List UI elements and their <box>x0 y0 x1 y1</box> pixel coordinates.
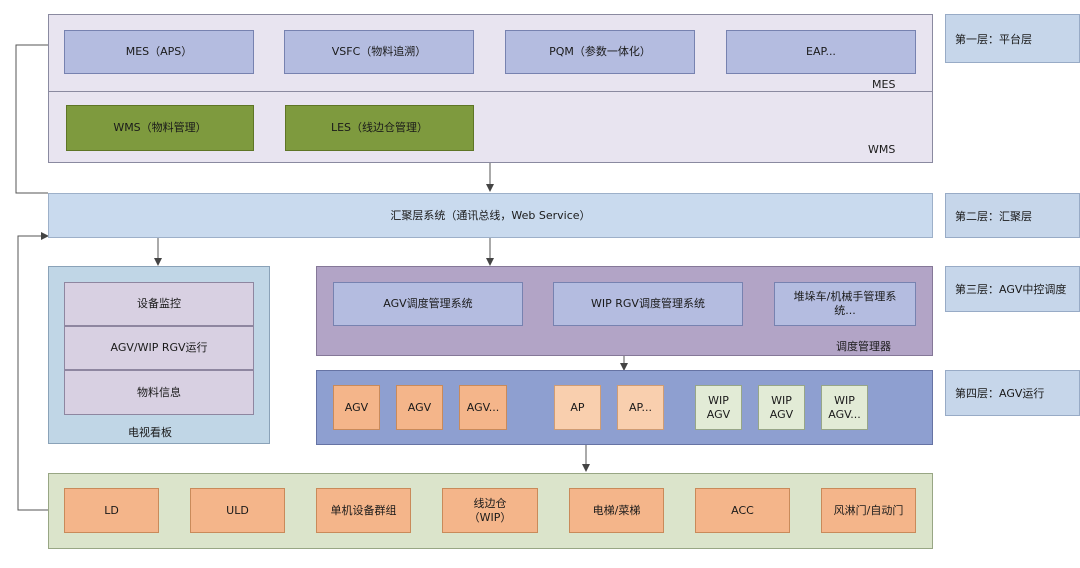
layer-label-agv-run: 第四层：AGV运行 <box>945 370 1080 416</box>
layer-label-platform: 第一层：平台层 <box>945 14 1080 63</box>
platform-divider <box>49 91 932 92</box>
vsfc-label: VSFC（物料追溯） <box>331 45 427 59</box>
feedback-line-to-aggregation <box>17 232 49 511</box>
eap-box: EAP... <box>726 30 916 74</box>
tv-item-agv-running: AGV/WIP RGV运行 <box>64 326 254 370</box>
device-air-shower-door-label: 风淋门/自动门 <box>833 503 904 517</box>
ap-unit-1-label: AP <box>570 400 585 414</box>
les-box: LES（线边仓管理） <box>285 105 474 151</box>
device-line-side-warehouse: 线边仓 （WIP） <box>442 488 538 533</box>
layer-label-agv-run-text: 第四层：AGV运行 <box>955 387 1045 400</box>
layer-label-aggregation: 第二层：汇聚层 <box>945 193 1080 238</box>
aggregation-label: 汇聚层系统（通讯总线，Web Service） <box>390 208 591 222</box>
layer-label-dispatch-text: 第三层：AGV中控调度 <box>955 283 1067 296</box>
stacker-robot-box: 堆垛车/机械手管理系 统... <box>774 282 916 326</box>
pqm-box: PQM（参数一体化） <box>505 30 695 74</box>
tv-item-agv-running-label: AGV/WIP RGV运行 <box>110 341 208 355</box>
wip-agv-unit-more-label: WIP AGV... <box>828 393 861 421</box>
device-standalone-group-label: 单机设备群组 <box>330 503 397 517</box>
agv-unit-more: AGV... <box>459 385 507 430</box>
device-ld: LD <box>64 488 159 533</box>
tv-item-equipment-monitor-label: 设备监控 <box>137 297 181 311</box>
agv-dispatch-box: AGV调度管理系统 <box>333 282 523 326</box>
layer-label-aggregation-text: 第二层：汇聚层 <box>955 209 1032 223</box>
device-uld-label: ULD <box>226 503 249 517</box>
device-line-side-warehouse-label: 线边仓 （WIP） <box>468 496 512 524</box>
aggregation-bar: 汇聚层系统（通讯总线，Web Service） <box>48 193 933 238</box>
agv-unit-more-label: AGV... <box>466 400 500 414</box>
wip-agv-unit-1: WIP AGV <box>695 385 742 430</box>
tv-item-equipment-monitor: 设备监控 <box>64 282 254 326</box>
ap-unit-more: AP... <box>617 385 664 430</box>
wip-rgv-dispatch-label: WIP RGV调度管理系统 <box>591 297 705 311</box>
feedback-line-to-mes <box>15 41 63 194</box>
agv-unit-2: AGV <box>396 385 443 430</box>
wip-rgv-dispatch-box: WIP RGV调度管理系统 <box>553 282 743 326</box>
wms-label: WMS（物料管理） <box>113 121 207 135</box>
agv-unit-1: AGV <box>333 385 380 430</box>
dispatch-caption: 调度管理器 <box>836 340 891 353</box>
layer-label-dispatch: 第三层：AGV中控调度 <box>945 266 1080 312</box>
wip-agv-unit-more: WIP AGV... <box>821 385 868 430</box>
tv-board-caption: 电视看板 <box>128 426 172 439</box>
device-acc: ACC <box>695 488 790 533</box>
agv-unit-2-label: AGV <box>407 400 432 414</box>
wip-agv-unit-2-label: WIP AGV <box>769 393 794 421</box>
agv-unit-1-label: AGV <box>344 400 369 414</box>
agv-dispatch-label: AGV调度管理系统 <box>383 297 473 311</box>
device-standalone-group: 单机设备群组 <box>316 488 411 533</box>
wms-caption: WMS <box>868 143 896 156</box>
device-ld-label: LD <box>104 503 119 517</box>
device-uld: ULD <box>190 488 285 533</box>
tv-item-material-info: 物料信息 <box>64 370 254 415</box>
mes-aps-box: MES（APS） <box>64 30 254 74</box>
ap-unit-1: AP <box>554 385 601 430</box>
ap-unit-more-label: AP... <box>629 400 652 414</box>
device-air-shower-door: 风淋门/自动门 <box>821 488 916 533</box>
wip-agv-unit-2: WIP AGV <box>758 385 805 430</box>
stacker-robot-label: 堆垛车/机械手管理系 统... <box>793 290 897 317</box>
eap-label: EAP... <box>806 45 836 59</box>
mes-caption: MES <box>872 78 896 91</box>
vsfc-box: VSFC（物料追溯） <box>284 30 474 74</box>
tv-item-material-info-label: 物料信息 <box>137 385 181 399</box>
pqm-label: PQM（参数一体化） <box>549 45 651 59</box>
les-label: LES（线边仓管理） <box>330 121 429 135</box>
device-elevator: 电梯/菜梯 <box>569 488 664 533</box>
layer-label-platform-text: 第一层：平台层 <box>955 32 1032 46</box>
wms-box: WMS（物料管理） <box>66 105 254 151</box>
device-acc-label: ACC <box>731 503 754 517</box>
device-elevator-label: 电梯/菜梯 <box>592 503 641 517</box>
wip-agv-unit-1-label: WIP AGV <box>706 393 731 421</box>
mes-aps-label: MES（APS） <box>125 45 193 59</box>
